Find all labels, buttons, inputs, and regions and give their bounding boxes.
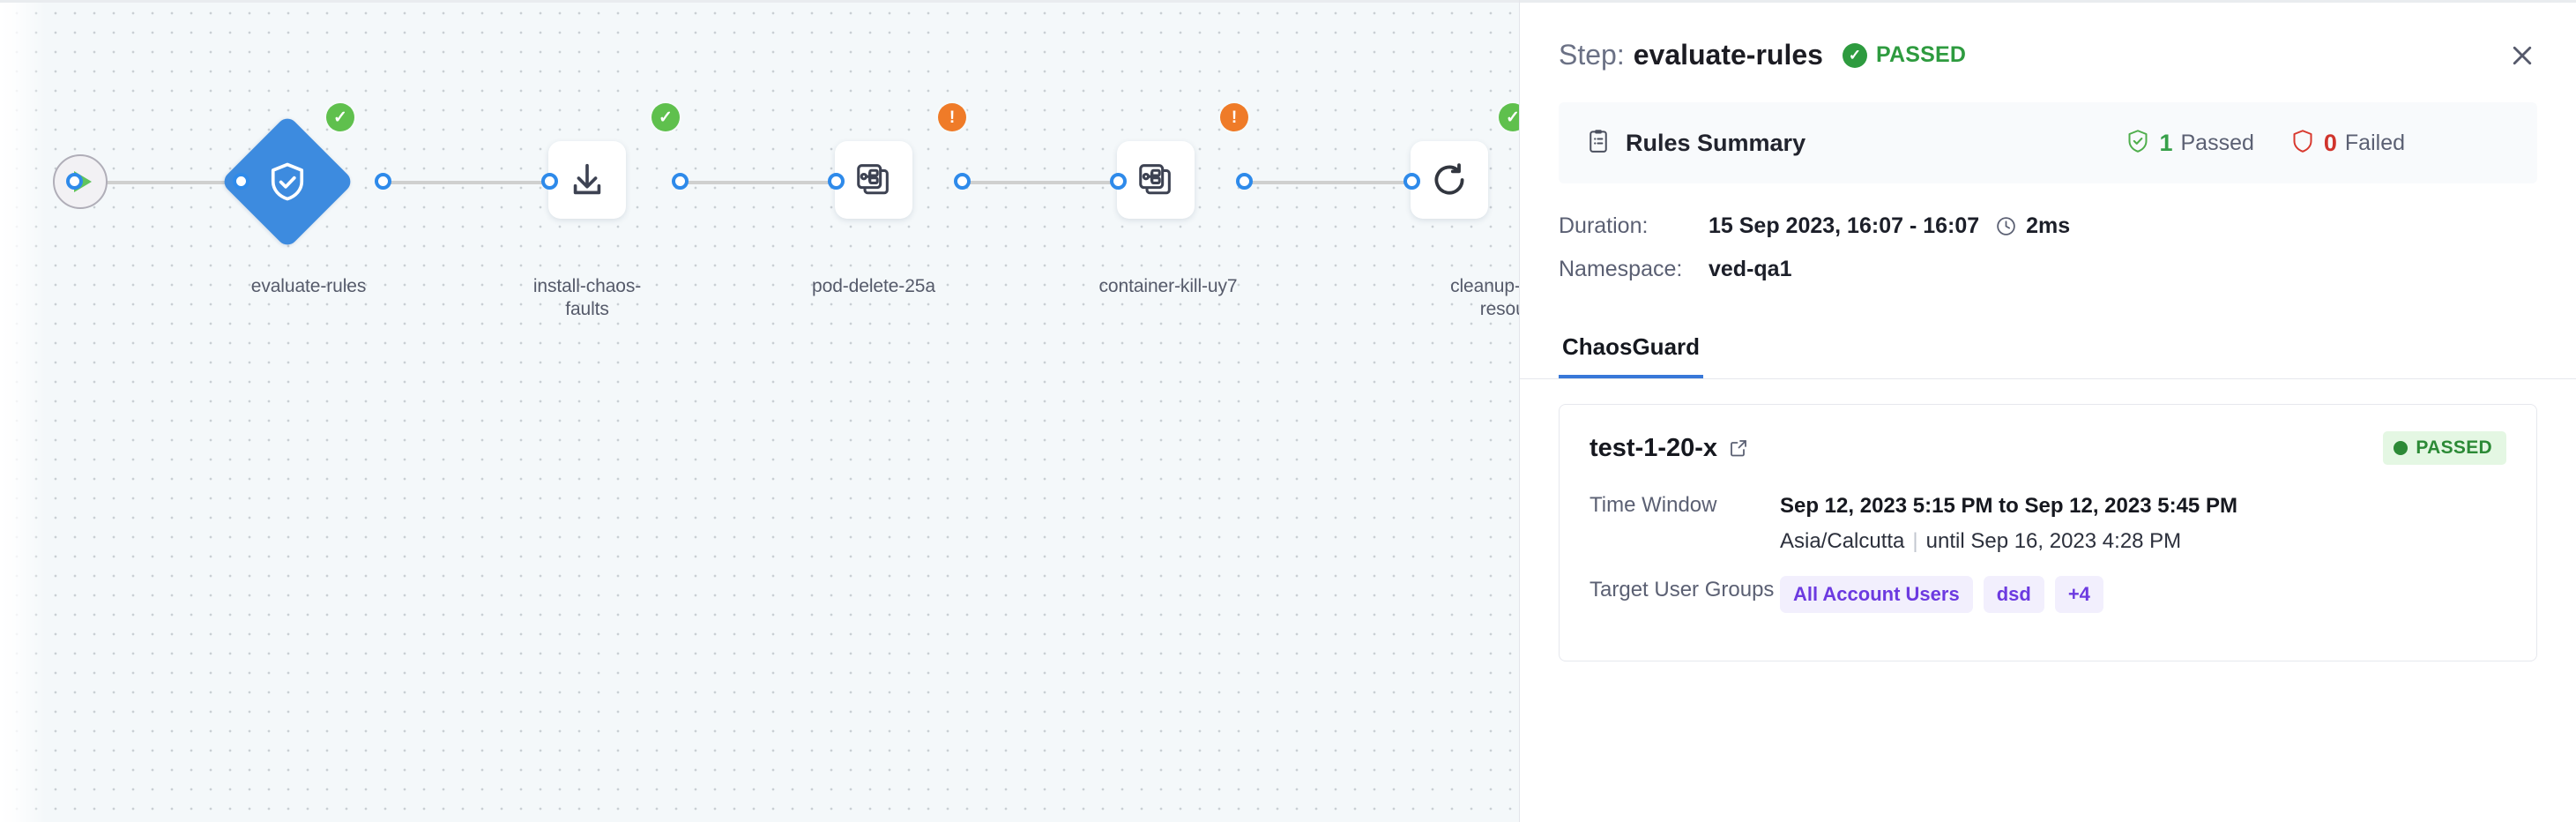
rules-passed-stat: 1 Passed [2125,128,2254,159]
step-prefix-label: Step: [1559,39,1625,71]
rules-passed-label: Passed [2180,130,2254,155]
canvas-left-fade [0,0,46,822]
time-window-until: until Sep 16, 2023 4:28 PM [1925,529,2182,553]
time-window-timezone: Asia/Calcutta [1780,529,1905,553]
port-pod-delete-out[interactable] [954,173,971,190]
rules-summary-title: Rules Summary [1626,129,1806,156]
chaosguard-status-badge: PASSED [2383,431,2506,465]
shield-icon [2289,128,2316,159]
page-title: evaluate-rules [1633,39,1823,71]
pipeline-canvas[interactable]: ✓ evaluate-rules ✓ install-chaos-faults [0,0,1519,822]
node-label-install-chaos-faults: install-chaos-faults [532,276,642,319]
chaosguard-status-text: PASSED [2416,437,2492,458]
warning-icon: ! [1231,108,1238,127]
shield-check-icon [2125,128,2151,159]
node-container-kill-uy7[interactable] [1117,141,1195,219]
target-user-groups-label: Target User Groups [1590,578,1775,602]
download-icon [573,163,601,195]
panel-top-divider [1520,0,2576,3]
step-status-badge: ✓ PASSED [1842,42,1967,68]
namespace-label: Namespace: [1559,257,1683,281]
close-icon[interactable] [2502,35,2542,76]
panel-tabs: ChaosGuard [1520,321,2576,379]
edge-pod-delete-to-container-kill [961,181,1128,184]
target-user-groups-chips: All Account Users dsd +4 [1780,576,2103,613]
duration-range: 15 Sep 2023, 16:07 - 16:07 [1709,213,1980,238]
rules-failed-stat: 0 Failed [2289,128,2405,159]
port-container-kill-in[interactable] [1110,173,1127,190]
check-icon: ✓ [333,108,347,127]
chip-all-account-users[interactable]: All Account Users [1780,576,1973,613]
check-icon: ✓ [659,108,673,127]
step-meta-block: Duration: 15 Sep 2023, 16:07 - 16:07 2ms… [1559,213,2537,300]
target-user-groups-value: All Account Users dsd +4 [1780,576,2103,613]
time-window-value: Sep 12, 2023 5:15 PM to Sep 12, 2023 5:4… [1780,491,2237,557]
divider: | [1912,529,1918,553]
edge-install-to-pod-delete [679,181,842,184]
duration-label: Duration: [1559,213,1649,238]
port-pod-delete-in[interactable] [828,173,845,190]
rules-summary-bar: Rules Summary 1 Passed [1559,102,2537,183]
namespace-value: ved-qa1 [1709,257,1792,281]
refresh-icon [1434,163,1464,195]
chip-dsd[interactable]: dsd [1983,576,2044,613]
chaos-fault-icon [1139,164,1171,195]
node-label-cleanup-chaos-resources: cleanup-chaoresources [1450,276,1519,319]
port-start-out[interactable] [66,173,83,190]
status-badge-evaluate-rules: ✓ [326,103,354,131]
chaosguard-card-rows: Time Window Sep 12, 2023 5:15 PM to Sep … [1590,491,2506,613]
status-dot-icon [2394,441,2408,455]
duration-elapsed: 2ms [2026,213,2071,238]
namespace-row: Namespace: ved-qa1 [1559,257,2537,282]
chip-more-count[interactable]: +4 [2054,576,2103,613]
status-badge-install-chaos-faults: ✓ [651,103,680,131]
port-cleanup-in[interactable] [1403,173,1420,190]
external-link-icon[interactable] [1728,437,1749,459]
chaosguard-card: test-1-20-x PASSED Time Window Sep 12, [1559,404,2537,661]
tab-chaosguard[interactable]: ChaosGuard [1559,321,1704,378]
warning-icon: ! [949,108,956,127]
step-detail-panel: Step: evaluate-rules ✓ PASSED [1519,0,2576,822]
status-badge-container-kill-uy7: ! [1220,103,1248,131]
check-icon: ✓ [1506,108,1519,127]
shield-check-icon [264,159,310,205]
node-pod-delete-25a[interactable] [835,141,912,219]
node-cleanup-chaos-resources[interactable] [1411,141,1488,219]
step-status-text: PASSED [1875,42,1967,67]
port-install-in[interactable] [541,173,558,190]
time-window-label: Time Window [1590,493,1717,517]
chaosguard-rule-title: test-1-20-x [1590,433,1718,462]
status-badge-cleanup-chaos-resources: ✓ [1499,103,1519,131]
rules-failed-label: Failed [2344,130,2405,155]
port-evaluate-rules-out[interactable] [375,173,391,190]
time-window-row: Time Window Sep 12, 2023 5:15 PM to Sep … [1590,491,2506,557]
node-label-evaluate-rules: evaluate-rules [250,276,367,296]
edge-start-to-evaluate-rules [76,181,242,184]
edge-container-kill-to-cleanup [1243,181,1415,184]
status-badge-pod-delete-25a: ! [938,103,966,131]
port-install-out[interactable] [672,173,689,190]
canvas-top-divider [0,0,1519,3]
node-label-container-kill-uy7: container-kill-uy7 [1098,276,1238,296]
port-evaluate-rules-in[interactable] [233,173,249,190]
node-install-chaos-faults[interactable] [548,141,626,219]
time-window-range: Sep 12, 2023 5:15 PM to Sep 12, 2023 5:4… [1780,494,2237,518]
duration-row: Duration: 15 Sep 2023, 16:07 - 16:07 2ms [1559,213,2537,239]
chaosguard-card-header: test-1-20-x PASSED [1590,431,2506,465]
clock-icon [1995,215,2017,237]
panel-header: Step: evaluate-rules ✓ PASSED [1520,0,2576,71]
node-label-pod-delete-25a: pod-delete-25a [812,276,935,296]
chaos-fault-icon [857,164,889,195]
target-user-groups-row: Target User Groups All Account Users dsd… [1590,576,2506,613]
clipboard-icon [1585,128,1612,159]
time-window-subline: Asia/Calcutta | until Sep 16, 2023 4:28 PM [1780,527,2237,557]
duration-value: 15 Sep 2023, 16:07 - 16:07 2ms [1709,213,2070,239]
port-container-kill-out[interactable] [1236,173,1253,190]
rules-failed-count: 0 [2323,129,2337,156]
rules-passed-count: 1 [2159,129,2173,156]
rules-summary-stats: 1 Passed 0 Failed [2125,128,2511,159]
edge-evaluate-to-install [388,181,555,184]
rules-summary-title-group: Rules Summary [1585,128,1805,159]
check-circle-icon: ✓ [1842,42,1867,68]
